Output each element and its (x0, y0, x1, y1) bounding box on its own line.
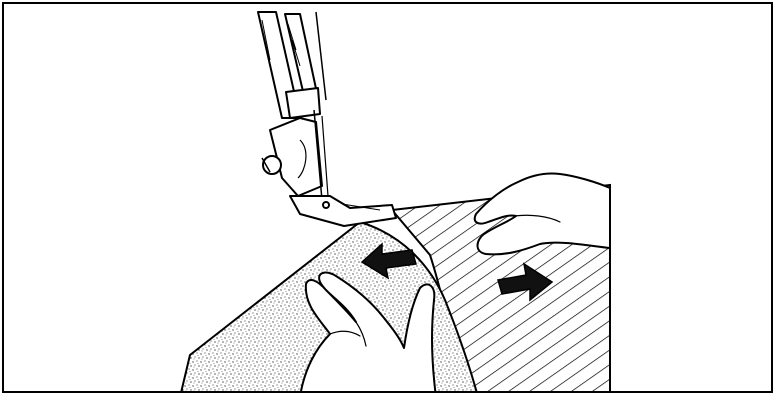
sewing-machine-head (258, 12, 396, 226)
right-hand (475, 173, 610, 254)
